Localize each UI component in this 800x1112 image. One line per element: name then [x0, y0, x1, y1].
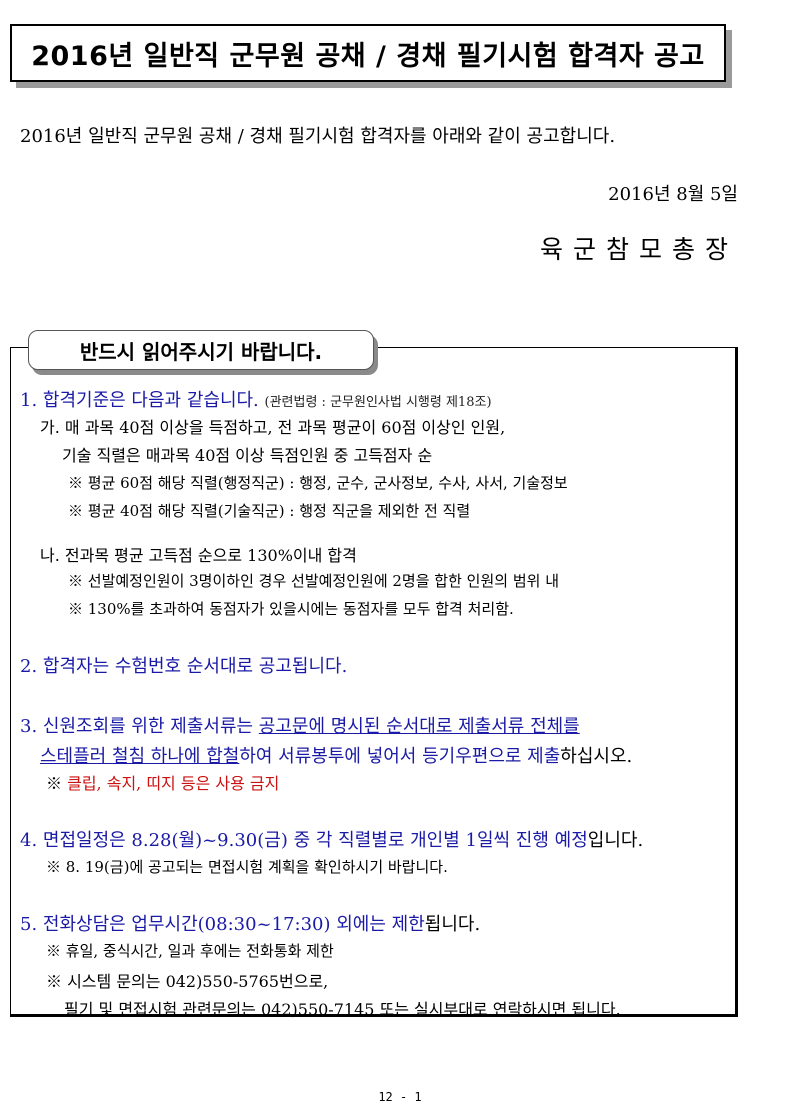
section-5-note-1: ※ 휴일, 중식시간, 일과 후에는 전화통화 제한	[46, 942, 334, 960]
section-3-note: ※ 클립, 속지, 띠지 등은 사용 금지	[46, 770, 279, 794]
section-3-note-mark: ※	[46, 774, 63, 793]
section-1-item-a-line1: 가. 매 과목 40점 이상을 득점하고, 전 과목 평균이 60점 이상인 인…	[40, 418, 506, 437]
issuer: 육군참모총장	[539, 235, 738, 264]
section-1-title: 1. 합격기준은 다음과 같습니다.	[20, 390, 259, 411]
notice-tab: 반드시 읽어주시기 바랍니다.	[28, 330, 374, 370]
title-box: 2016년 일반직 군무원 공채 / 경채 필기시험 합격자 공고	[10, 24, 726, 82]
section-5-note-2: ※ 시스템 문의는 042)550-5765번으로,	[46, 972, 329, 991]
section-3-line2: 스테플러 철침 하나에 합철하여 서류봉투에 넣어서 등기우편으로 제출하십시오…	[40, 742, 632, 768]
section-5-heading: 5. 전화상담은 업무시간(08:30~17:30) 외에는 제한됩니다.	[20, 910, 480, 936]
section-1-note-4: ※ 130%를 초과하여 동점자가 있을시에는 동점자를 모두 합격 처리함.	[68, 600, 514, 618]
section-1-note-2: ※ 평균 40점 해당 직렬(기술직군) : 행정 직군을 제외한 전 직렬	[68, 502, 471, 520]
section-1-reference: (관련법령 : 군무원인사법 시행령 제18조)	[264, 395, 492, 410]
section-2-heading: 2. 합격자는 수험번호 순서대로 공고됩니다.	[20, 656, 348, 677]
section-1-item-b: 나. 전과목 평균 고득점 순으로 130%이내 합격	[40, 546, 357, 565]
section-3-staple-rule: 스테플러 철침 하나에 합철	[40, 746, 240, 767]
announcement-date: 2016년 8월 5일	[608, 184, 738, 205]
section-4-heading: 4. 면접일정은 8.28(월)~9.30(금) 중 각 직렬별로 개인별 1일…	[20, 826, 643, 852]
section-3-line1-underlined: 공고문에 명시된 순서대로 제출서류 전체를	[258, 716, 580, 737]
section-3-submit-rule: 하여 서류봉투에 넣어서 등기우편으로 제출	[239, 746, 561, 767]
section-4-heading-main: 4. 면접일정은 8.28(월)~9.30(금) 중 각 직렬별로 개인별 1일…	[20, 830, 588, 851]
page-number: 12 - 1	[378, 1090, 422, 1104]
section-1-item-a-line2: 기술 직렬은 매과목 40점 이상 득점인원 중 고득점자 순	[62, 446, 433, 465]
section-5-heading-end: 됩니다.	[424, 914, 481, 935]
intro-text: 2016년 일반직 군무원 공채 / 경채 필기시험 합격자를 아래와 같이 공…	[20, 126, 616, 147]
section-3-line1-a: 3. 신원조회를 위한 제출서류는	[20, 716, 259, 737]
section-1-note-1: ※ 평균 60점 해당 직렬(행정직군) : 행정, 군수, 군사정보, 수사,…	[68, 474, 568, 492]
section-1-note-3: ※ 선발예정인원이 3명이하인 경우 선발예정인원에 2명을 합한 인원의 범위…	[68, 572, 560, 590]
section-4-note: ※ 8. 19(금)에 공고되는 면접시험 계획을 확인하시기 바랍니다.	[46, 858, 448, 876]
section-3-line1: 3. 신원조회를 위한 제출서류는 공고문에 명시된 순서대로 제출서류 전체를	[20, 712, 580, 738]
section-3-line2-end: 하십시오.	[560, 746, 633, 767]
section-3-note-text: 클립, 속지, 띠지 등은 사용 금지	[67, 774, 280, 793]
section-5-heading-main: 5. 전화상담은 업무시간(08:30~17:30) 외에는 제한	[20, 914, 425, 935]
section-1-heading: 1. 합격기준은 다음과 같습니다. (관련법령 : 군무원인사법 시행령 제1…	[20, 386, 492, 412]
notice-frame	[10, 347, 738, 1017]
notice-tab-label: 반드시 읽어주시기 바랍니다.	[79, 339, 323, 364]
section-5-note-3: 필기 및 면접시험 관련문의는 042)550-7145 또는 실시부대로 연락…	[64, 1000, 621, 1019]
page-title: 2016년 일반직 군무원 공채 / 경채 필기시험 합격자 공고	[31, 40, 705, 72]
section-4-heading-end: 입니다.	[587, 830, 644, 851]
